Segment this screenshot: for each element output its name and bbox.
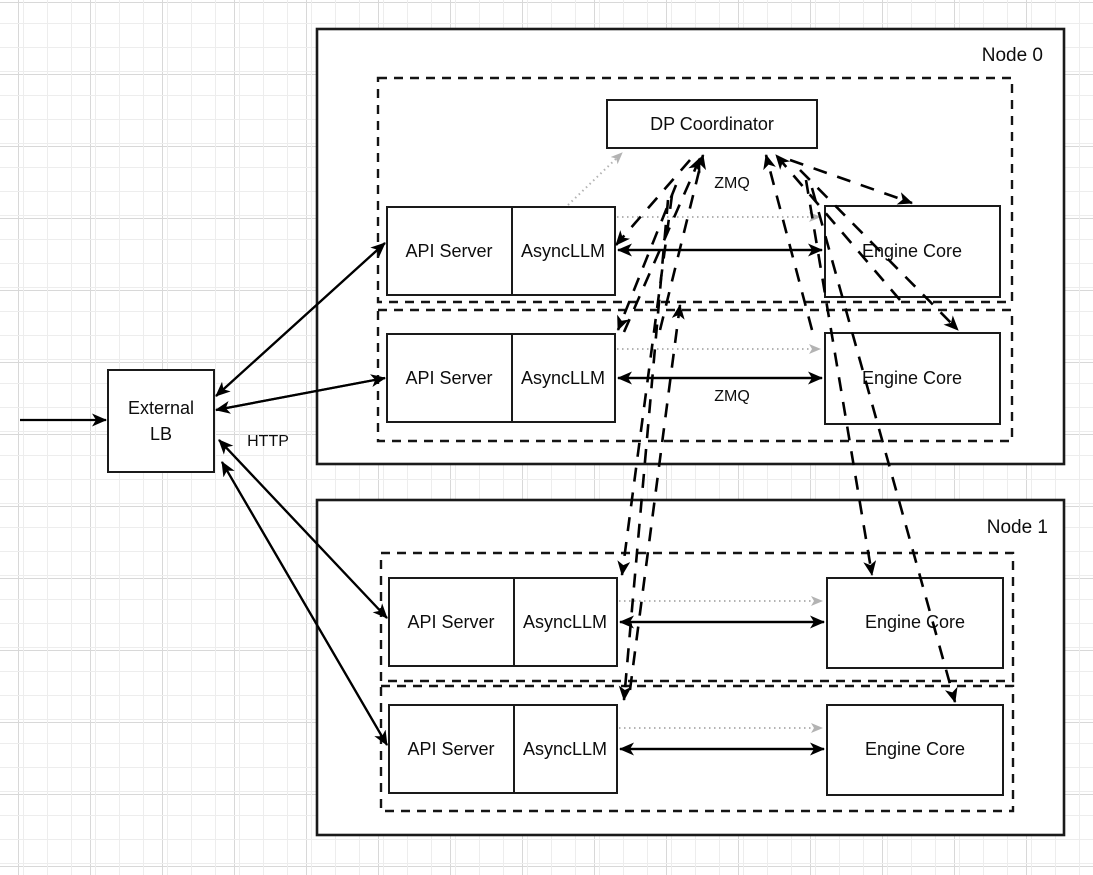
coordinator-to-node0-dp0-asyncllm-dashed [615, 159, 691, 246]
node0-dp0-to-lb-arrow [215, 242, 386, 397]
node1-dp0-to-lb-arrow [218, 439, 388, 619]
node0-dp1-engine-to-coordinator-dashed [658, 154, 706, 331]
coordinator-to-node0-dp0-engine-dashed [789, 158, 913, 205]
node0-zmq-label-coordinator: ZMQ [714, 175, 750, 192]
node-1-dp-1-async-llm-label: AsyncLLM [523, 739, 607, 759]
node-1-dp-0-api-server-box[interactable] [388, 577, 618, 667]
http-label: HTTP [247, 433, 289, 450]
node-0-dp-1-engine-core-label: Engine Core [862, 368, 962, 388]
external-lb-label-line2: LB [150, 424, 172, 444]
node-1-dp-1-engine-core-box[interactable] [826, 704, 1004, 796]
node-1-dp-1-api-server-label: API Server [407, 739, 494, 759]
node-1-dp-1-engine-core-label: Engine Core [865, 739, 965, 759]
node-1-dp-1-api-server-box[interactable] [388, 704, 618, 794]
node-0-dp-0-engine-core-label: Engine Core [862, 241, 962, 261]
node-0-dp-1-async-llm-label: AsyncLLM [521, 368, 605, 388]
node-1-dp-0-engine-core-box[interactable] [826, 577, 1004, 669]
node0-dp0-engine-to-coordinator-dashed [622, 157, 702, 333]
node-1-label: Node 1 [987, 517, 1048, 538]
node0-dp1-zmq-label: ZMQ [714, 388, 750, 405]
node-0-dp-1-api-server-box[interactable] [386, 333, 616, 423]
node-1-dp-0-engine-core-label: Engine Core [865, 612, 965, 632]
external-lb-box[interactable] [107, 369, 215, 473]
node-0-dp-0-api-server-label: API Server [405, 241, 492, 261]
coordinator-to-node1-dp0-engine-dashed [804, 179, 877, 576]
external-lb-label-line1: External [128, 398, 194, 418]
node-0-dp-0-api-server-box[interactable] [386, 206, 616, 296]
node-0-dp-1-api-server-label: API Server [405, 368, 492, 388]
node-1-dp-group-1 [379, 684, 1015, 813]
node1-engine-to-coordinator-dashed-b [775, 154, 901, 301]
node-1-dp-0-async-llm-label: AsyncLLM [523, 612, 607, 632]
node-0-dp-0-engine-core-box[interactable] [824, 205, 1001, 298]
node1-engine-to-coordinator-dashed-a [763, 154, 814, 331]
coordinator-to-node0-dp1-engine-dashed [799, 169, 959, 331]
node-0-dp-1-engine-core-box[interactable] [824, 332, 1001, 425]
dp-coordinator-label: DP Coordinator [650, 114, 774, 134]
coordinator-to-node1-dp1-engine-dashed [810, 187, 958, 703]
node-0-label: Node 0 [982, 45, 1043, 66]
coordinator-to-node1-dp1-asyncllm-dashed [618, 199, 670, 701]
node-0-dp-0-async-llm-label: AsyncLLM [521, 241, 605, 261]
node0-dp1-to-lb-arrow [215, 376, 386, 414]
node-1-dp-0-api-server-label: API Server [407, 612, 494, 632]
dp-coordinator-box[interactable] [606, 99, 818, 149]
node1-dp1-to-lb-arrow [221, 461, 388, 746]
node-0-dp-group-0 [376, 76, 1014, 304]
